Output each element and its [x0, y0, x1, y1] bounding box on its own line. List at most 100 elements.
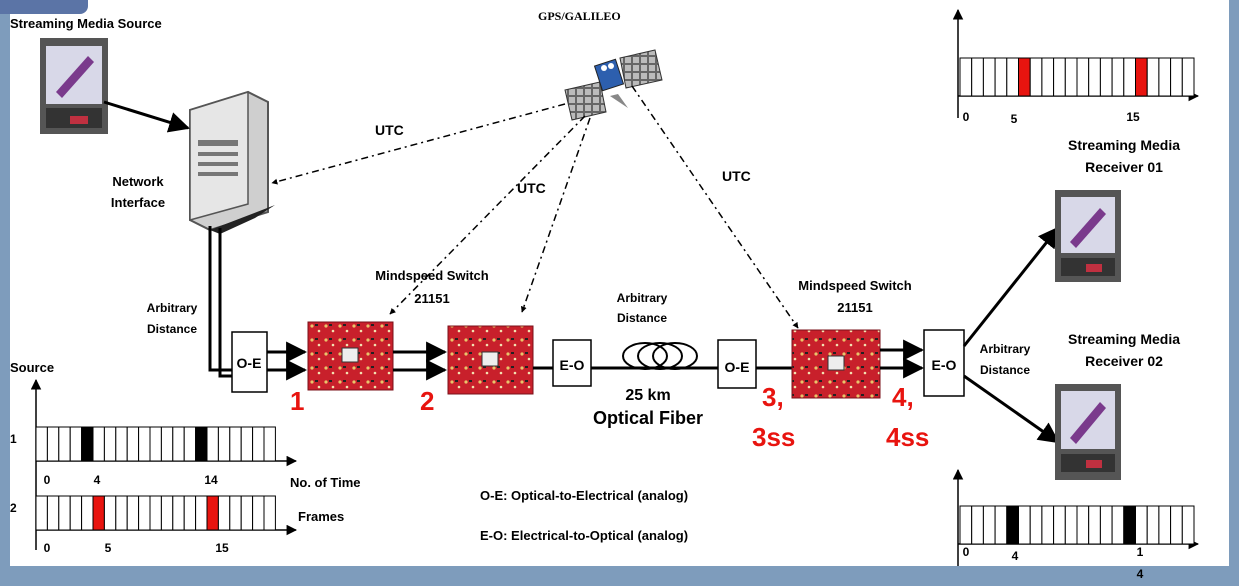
source-row1-tick-0: 0: [44, 473, 51, 487]
point-1-label: 1: [290, 386, 304, 416]
fiber-length-label: 25 km: [625, 387, 670, 404]
rx2-frame: [1029, 505, 1043, 545]
rx1-frame: [1111, 57, 1125, 97]
utc-label-3: UTC: [722, 168, 751, 184]
rx2-frame: [1158, 505, 1172, 545]
rx1-frames: [959, 57, 1195, 97]
rx2-frame: [1135, 505, 1148, 545]
rx2-frame: [959, 505, 973, 545]
receiver-2-label-line1: Streaming Media: [1068, 331, 1180, 347]
utc-label-1: UTC: [375, 122, 404, 138]
source-row2-frames: [35, 495, 276, 531]
source-row1-frame: [138, 426, 151, 462]
receiver-1-label-line1: Streaming Media: [1068, 137, 1180, 153]
legend-oe: O-E: Optical-to-Electrical (analog): [480, 488, 688, 503]
source-row2-frame: [149, 495, 162, 531]
point-4-label: 4,: [892, 382, 914, 412]
rx2-frame: [994, 505, 1008, 545]
mindspeed-switch-board-1: [307, 321, 394, 391]
source-chart-heading: Source: [10, 360, 54, 375]
mindspeed-switch-board-3: [791, 329, 881, 399]
arbitrary-distance-right-line1: Arbitrary: [980, 342, 1031, 356]
source-row2-frame: [138, 495, 151, 531]
source-row2-frame: [263, 495, 276, 531]
source-row1-frame: [252, 426, 265, 462]
source-row2-frame: [115, 495, 128, 531]
rx2-frames: [959, 505, 1195, 545]
rx1-frame: [1099, 57, 1113, 97]
switch-label-1-line2: 21151: [414, 291, 449, 306]
source-row1-frame: [160, 426, 174, 462]
arbitrary-distance-mid-line2: Distance: [617, 311, 667, 325]
rx1-frame: [982, 57, 996, 97]
rx2-frame: [1123, 505, 1137, 545]
slide-tab: [0, 0, 88, 14]
arbitrary-distance-mid-line1: Arbitrary: [617, 291, 668, 305]
source-row1-frame: [81, 426, 94, 462]
rx1-frame: [1041, 57, 1055, 97]
source-row1-frame: [183, 426, 197, 462]
source-row2-frame: [229, 495, 242, 531]
source-row1-frame: [46, 426, 60, 462]
rx2-frame: [1053, 505, 1066, 545]
source-row2-frame: [183, 495, 197, 531]
source-axis-label-1: No. of Time: [290, 475, 361, 490]
utc-line-switch1-a: [389, 115, 586, 315]
server-icon: [189, 90, 275, 234]
gps-galileo-label: GPS/GALILEO: [538, 9, 621, 23]
arbitrary-distance-right-line2: Distance: [980, 363, 1030, 377]
source-row2-frame: [160, 495, 174, 531]
eo-to-receiver2-arrow: [963, 374, 1060, 444]
rx2-frame: [1064, 505, 1078, 545]
source-row2-frame: [126, 495, 140, 531]
rx2-tick-14-b: 4: [1137, 567, 1144, 581]
source-computer-icon: [40, 38, 108, 134]
rx2-frame: [1088, 505, 1101, 545]
rx1-frame: [1181, 57, 1195, 97]
oe-converter-2-label: O-E: [725, 359, 750, 375]
rx1-frame: [1064, 57, 1078, 97]
rx1-tick-0: 0: [963, 110, 970, 124]
eo-converter-2-label: E-O: [932, 357, 957, 373]
eo-converter-1: [552, 339, 592, 387]
rx2-frame: [1018, 505, 1031, 545]
source-row2-frame: [195, 495, 208, 531]
source-row1-frame: [126, 426, 140, 462]
source-row1-frame: [149, 426, 162, 462]
rx1-frame: [1018, 57, 1031, 97]
source-row1-frame: [69, 426, 83, 462]
source-row1-frame: [206, 426, 219, 462]
source-row1-frame: [115, 426, 128, 462]
mindspeed-switch-board-2: [447, 325, 534, 395]
rx1-frame: [1006, 57, 1019, 97]
rx2-frame: [1076, 505, 1090, 545]
source-row1-frames: [35, 426, 276, 462]
source-row2-frame: [217, 495, 231, 531]
source-row1-label: 1: [10, 432, 17, 446]
source-row2-frame: [81, 495, 94, 531]
switch-label-2-line1: Mindspeed Switch: [798, 278, 911, 293]
source-row2-frame: [92, 495, 105, 531]
rx1-frame: [1029, 57, 1043, 97]
source-row2-frame: [69, 495, 83, 531]
rx2-frame: [971, 505, 984, 545]
source-row1-frame: [217, 426, 231, 462]
rx2-frame: [1146, 505, 1160, 545]
oe-converter-1-label: O-E: [237, 355, 262, 371]
source-row2-frame: [252, 495, 265, 531]
rx1-frame: [959, 57, 973, 97]
rx2-tick-14-a: 1: [1137, 545, 1144, 559]
source-row2-frame: [103, 495, 117, 531]
rx1-frame: [1088, 57, 1101, 97]
legend-eo: E-O: Electrical-to-Optical (analog): [480, 528, 688, 543]
source-row1-tick-4: 4: [94, 473, 101, 487]
rx2-tick-0: 0: [963, 545, 970, 559]
rx2-tick-4: 4: [1012, 549, 1019, 563]
utc-line-switch1-b: [520, 117, 591, 313]
fiber-coil-icon: [622, 342, 698, 370]
fiber-label: Optical Fiber: [593, 408, 703, 428]
source-row2-label: 2: [10, 501, 17, 515]
point-3-label: 3,: [762, 382, 784, 412]
source-row1-frame: [240, 426, 254, 462]
